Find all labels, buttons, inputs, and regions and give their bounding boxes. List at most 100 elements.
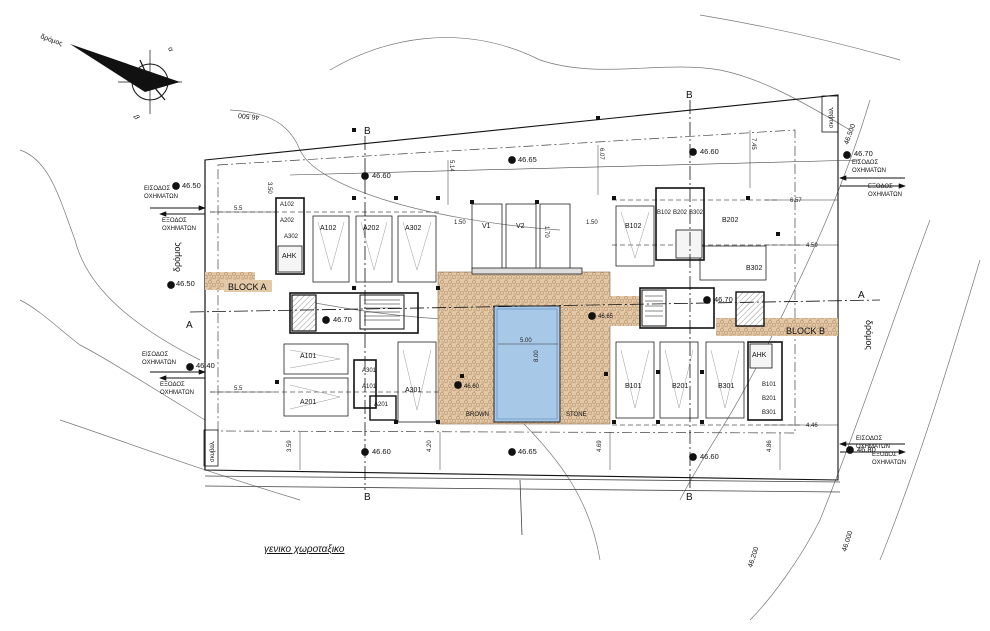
entry-w1-line1: ΕΙΣΟΔΟΣ: [144, 186, 170, 192]
entry-w1b-line1: ΕΞΟΔΟΣ: [162, 218, 187, 224]
unit-a202: A202: [363, 225, 379, 232]
visitor-parking: [471, 203, 583, 275]
dim-d5: 6.07: [598, 148, 604, 160]
entry-w2b-line1: ΕΞΟΔΟΣ: [160, 382, 185, 388]
road-label-east: δρόμος: [864, 320, 874, 350]
drawing-caption: γενικο χωροταξικο: [264, 544, 345, 555]
dimension-lines: [210, 130, 838, 470]
level-w-top: 46.50: [182, 181, 201, 190]
north-arrow: [70, 44, 182, 114]
store-b302: B302: [689, 210, 704, 216]
parking-bays-a-top: [312, 215, 437, 283]
store-b101: B101: [762, 382, 777, 388]
entry-e2-line1: ΕΙΣΟΔΟΣ: [856, 436, 882, 442]
block-a-core: [275, 197, 419, 421]
entry-w2-line1: ΕΙΣΟΔΟΣ: [142, 352, 168, 358]
visitor-v1: V1: [482, 223, 491, 230]
store-b202: B202: [673, 210, 688, 216]
entry-w1-line2: ΟΧΗΜΑΤΩΝ: [144, 194, 178, 200]
dim-d7: 6.57: [790, 198, 802, 204]
section-mark-a-west: A: [186, 320, 193, 331]
road-label-west: δρόμος: [172, 242, 182, 272]
level-top-l: 46.60: [372, 171, 391, 180]
pool-label-left: BROWN: [466, 412, 489, 418]
section-lines: [189, 100, 881, 490]
level-top-r: 46.60: [700, 147, 719, 156]
dim-d14: 1.50: [454, 220, 466, 226]
compass-letter-b: β: [132, 114, 140, 120]
dim-d16: 5.00: [520, 338, 532, 344]
dim-d13: 4.86: [767, 440, 773, 452]
section-mark-b1-bottom: B: [364, 492, 371, 503]
level-core-a: 46.70: [333, 315, 352, 324]
compass-letter-a: α: [166, 46, 174, 52]
parking-bays-b-bottom: [615, 341, 745, 419]
dim-d12: 4.69: [597, 440, 603, 452]
contour-label-1: 46.500: [238, 111, 260, 120]
unit-b302: B302: [746, 265, 762, 272]
entry-e1-line1: ΕΙΣΟΔΟΣ: [852, 160, 878, 166]
utility-bins-left: σκυβαλ.: [210, 440, 216, 462]
level-bot-l: 46.60: [372, 447, 391, 456]
unit-a301: A301: [405, 387, 421, 394]
dim-d6: 7.45: [750, 138, 756, 150]
unit-b201: B201: [672, 383, 688, 390]
level-pool-side: 46.60: [464, 384, 480, 390]
reference-line: [289, 159, 861, 176]
store-b201: B201: [762, 396, 777, 402]
site-boundary: [204, 94, 839, 481]
parking-bays-a-bottom: [283, 341, 437, 423]
level-core-b: 46.70: [714, 295, 733, 304]
contour-label-3: 46.200: [747, 546, 760, 569]
level-bot-r: 46.60: [700, 452, 719, 461]
level-w-bot: 46.40: [196, 361, 215, 370]
entry-e2-line2: ΟΧΗΜΑΤΩΝ: [856, 444, 890, 450]
dim-d8: 4.59: [806, 243, 818, 249]
block-a-tag-bg: [224, 280, 272, 292]
contour-label-4: 46.000: [841, 530, 854, 553]
utility-bins-right: σκυβαλ.: [829, 106, 835, 128]
dim-d11: 4.20: [427, 440, 433, 452]
structural-columns: [275, 116, 780, 424]
utility-ahk-a: ΑΗΚ: [282, 253, 297, 260]
level-markers: [167, 148, 854, 461]
parking-bays-b-top: [615, 205, 767, 281]
level-top-c: 46.65: [518, 155, 537, 164]
compass-road-label: δρόμος: [39, 32, 64, 48]
dim-d4: 5.14: [448, 160, 454, 172]
unit-a302: A302: [405, 225, 421, 232]
visitor-v2: V2: [516, 223, 525, 230]
level-e-bot: 46.80: [857, 445, 876, 454]
unit-a101: A101: [300, 353, 316, 360]
store-a302: A302: [284, 234, 299, 240]
utility-ahk-b: ΑΗΚ: [752, 352, 767, 359]
level-bot-c: 46.65: [518, 447, 537, 456]
dim-d2: 5.5: [234, 386, 243, 392]
level-court: 46.65: [598, 314, 614, 320]
unit-b101: B101: [625, 383, 641, 390]
level-w-mid: 46.50: [176, 279, 195, 288]
level-e-top: 46.70: [854, 149, 873, 158]
pool-label-right: STONE: [566, 412, 587, 418]
unit-a102: A102: [320, 225, 336, 232]
swimming-pool: [493, 305, 561, 423]
setback-line: [217, 129, 796, 434]
block-b-core: [639, 187, 783, 421]
entry-e2b-line1: ΕΞΟΔΟΣ: [872, 452, 897, 458]
store-a102: A102: [280, 202, 295, 208]
section-mark-b1-top: B: [364, 126, 371, 137]
dim-d10: 3.59: [287, 440, 293, 452]
section-mark-a-east: A: [858, 290, 865, 301]
unit-b301: B301: [718, 383, 734, 390]
unit-a201: A201: [300, 399, 316, 406]
section-mark-b2-top: B: [686, 90, 693, 101]
store-b102: B102: [657, 210, 672, 216]
store-a301: A301: [362, 368, 377, 374]
store-a201: A201: [374, 402, 389, 408]
store-b301: B301: [762, 410, 777, 416]
entry-e1b-line2: ΟΧΗΜΑΤΩΝ: [868, 192, 902, 198]
section-mark-b2-bottom: B: [686, 492, 693, 503]
block-a-label: BLOCK A: [228, 282, 267, 292]
dim-d15: 1.50: [586, 220, 598, 226]
